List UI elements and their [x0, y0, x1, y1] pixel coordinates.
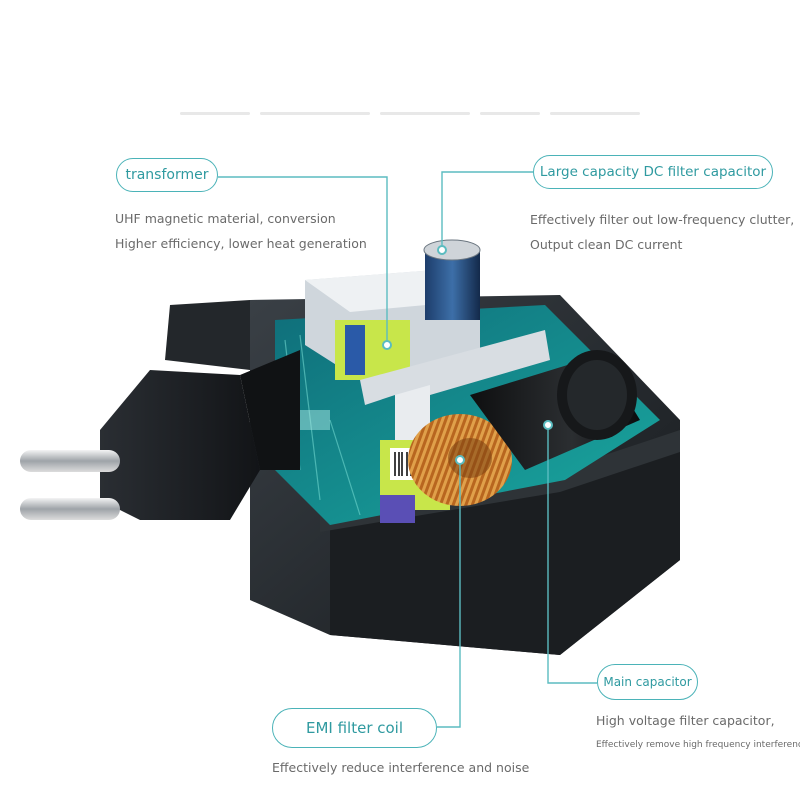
plug-pin-top — [20, 450, 120, 472]
plug — [20, 350, 300, 520]
emi-coil-description: Effectively reduce interference and nois… — [272, 755, 529, 780]
emi-coil-desc-line-1: Effectively reduce interference and nois… — [272, 760, 530, 775]
transformer-description: UHF magnetic material, conversion Higher… — [115, 206, 367, 256]
faint-header-text — [180, 108, 640, 120]
dc-capacitor-component — [423, 239, 481, 320]
dc-capacitor-description: Effectively filter out low-frequency clu… — [530, 207, 794, 257]
main-capacitor-description: High voltage filter capacitor, Effective… — [596, 708, 800, 758]
emi-coil-label: EMI filter coil — [272, 708, 437, 748]
main-capacitor-desc-line-2: Effectively remove high frequency interf… — [596, 740, 800, 750]
main-capacitor-component — [470, 350, 640, 470]
transformer-label: transformer — [116, 158, 218, 192]
callout-dots — [382, 245, 553, 465]
transformer-desc-line-2: Higher efficiency, lower heat generation — [115, 236, 367, 251]
plug-pin-bottom — [20, 498, 120, 520]
transformer-desc-line-1: UHF magnetic material, conversion — [115, 211, 336, 226]
main-capacitor-label: Main capacitor — [597, 664, 698, 700]
dc-capacitor-label: Large capacity DC filter capacitor — [533, 155, 773, 189]
dc-capacitor-desc-line-1: Effectively filter out low-frequency clu… — [530, 212, 795, 227]
callout-lines — [218, 171, 597, 728]
dc-capacitor-desc-line-2: Output clean DC current — [530, 237, 683, 252]
main-capacitor-desc-line-1: High voltage filter capacitor, — [596, 713, 775, 728]
